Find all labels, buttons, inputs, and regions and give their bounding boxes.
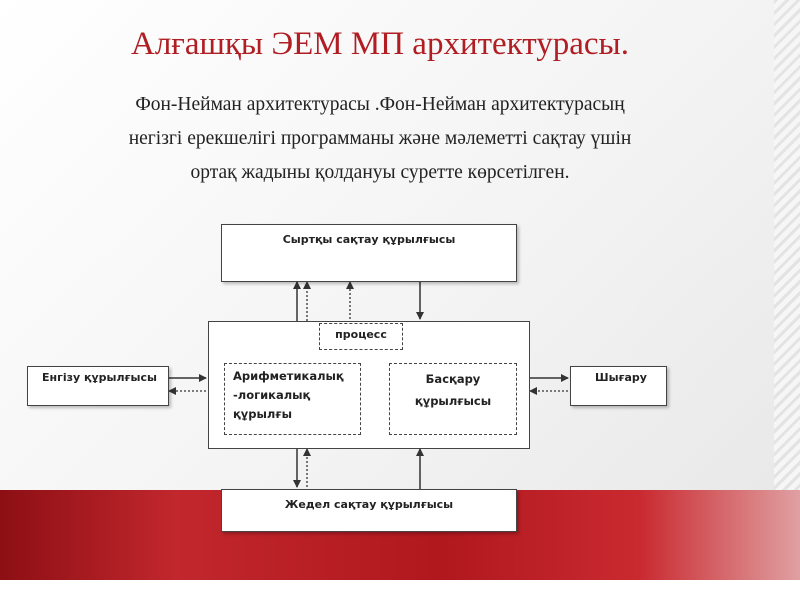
process-box: процесс — [319, 323, 403, 350]
ram-label: Жедел сақтау құрылғысы — [284, 498, 454, 511]
bottom-strip — [0, 580, 800, 600]
control-unit-box: Басқару құрылғысы — [389, 363, 517, 435]
input-device-box: Енгізу құрылғысы — [27, 366, 169, 406]
process-label: процесс — [335, 328, 387, 341]
external-storage-label: Сыртқы сақтау құрылғысы — [282, 233, 456, 246]
alu-label-line: құрылғы — [233, 407, 292, 421]
slide-title: Алғашқы ЭЕМ МП архитектурасы. — [131, 26, 629, 62]
control-unit-label-line: Басқару — [425, 372, 481, 386]
external-storage-box: Сыртқы сақтау құрылғысы — [221, 224, 517, 282]
slide-description: Фон-Нейман архитектурасы .Фон-Нейман арх… — [20, 88, 740, 190]
output-device-box: Шығару — [570, 366, 667, 406]
alu-box: Арифметикалық -логикалық құрылғы — [224, 363, 361, 435]
description-line: ортақ жадыны қолдануы суретте көрсетілге… — [190, 162, 570, 183]
alu-label-line: Арифметикалық — [233, 369, 344, 383]
alu-label-line: -логикалық — [233, 388, 311, 402]
description-line: Фон-Нейман архитектурасы .Фон-Нейман арх… — [135, 94, 625, 115]
input-device-label: Енгізу құрылғысы — [42, 371, 157, 384]
ram-box: Жедел сақтау құрылғысы — [221, 489, 517, 532]
control-unit-label-line: құрылғысы — [414, 394, 492, 408]
output-device-label: Шығару — [595, 371, 647, 384]
description-line: негізгі ерекшелігі программаны және мәле… — [128, 128, 632, 149]
